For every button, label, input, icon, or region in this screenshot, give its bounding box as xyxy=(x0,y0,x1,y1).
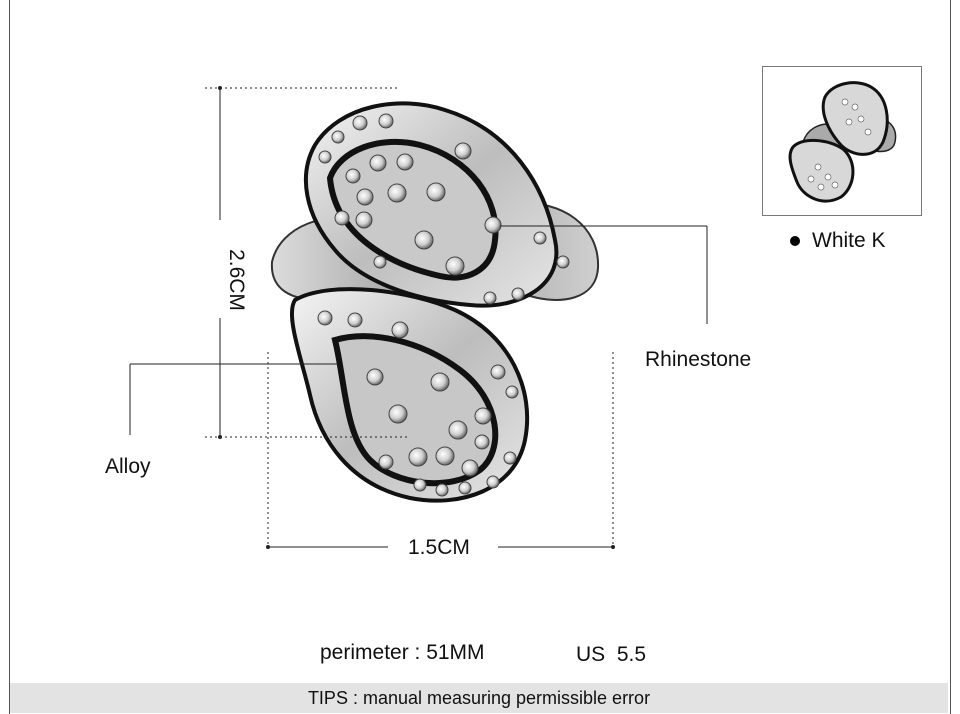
dimension-lines xyxy=(129,87,708,550)
frame-right-border xyxy=(950,0,951,714)
alloy-label: Alloy xyxy=(105,455,151,478)
variant-option-white-k[interactable]: White K xyxy=(790,229,886,253)
variant-thumbnail[interactable] xyxy=(762,66,922,216)
frame-left-border xyxy=(9,0,10,714)
width-label: 1.5CM xyxy=(408,536,470,559)
bullet-icon xyxy=(790,236,800,246)
rhinestone-label: Rhinestone xyxy=(645,348,752,371)
height-label: 2.6CM xyxy=(224,249,248,311)
us-size-text: US 5.5 xyxy=(576,643,647,666)
variant-name: White K xyxy=(812,229,886,252)
tips-bar: TIPS : manual measuring permissible erro… xyxy=(10,683,948,713)
ring-thumbnail-image xyxy=(788,81,897,203)
ring-image xyxy=(270,101,600,503)
perimeter-text: perimeter : 51MM xyxy=(320,641,485,664)
